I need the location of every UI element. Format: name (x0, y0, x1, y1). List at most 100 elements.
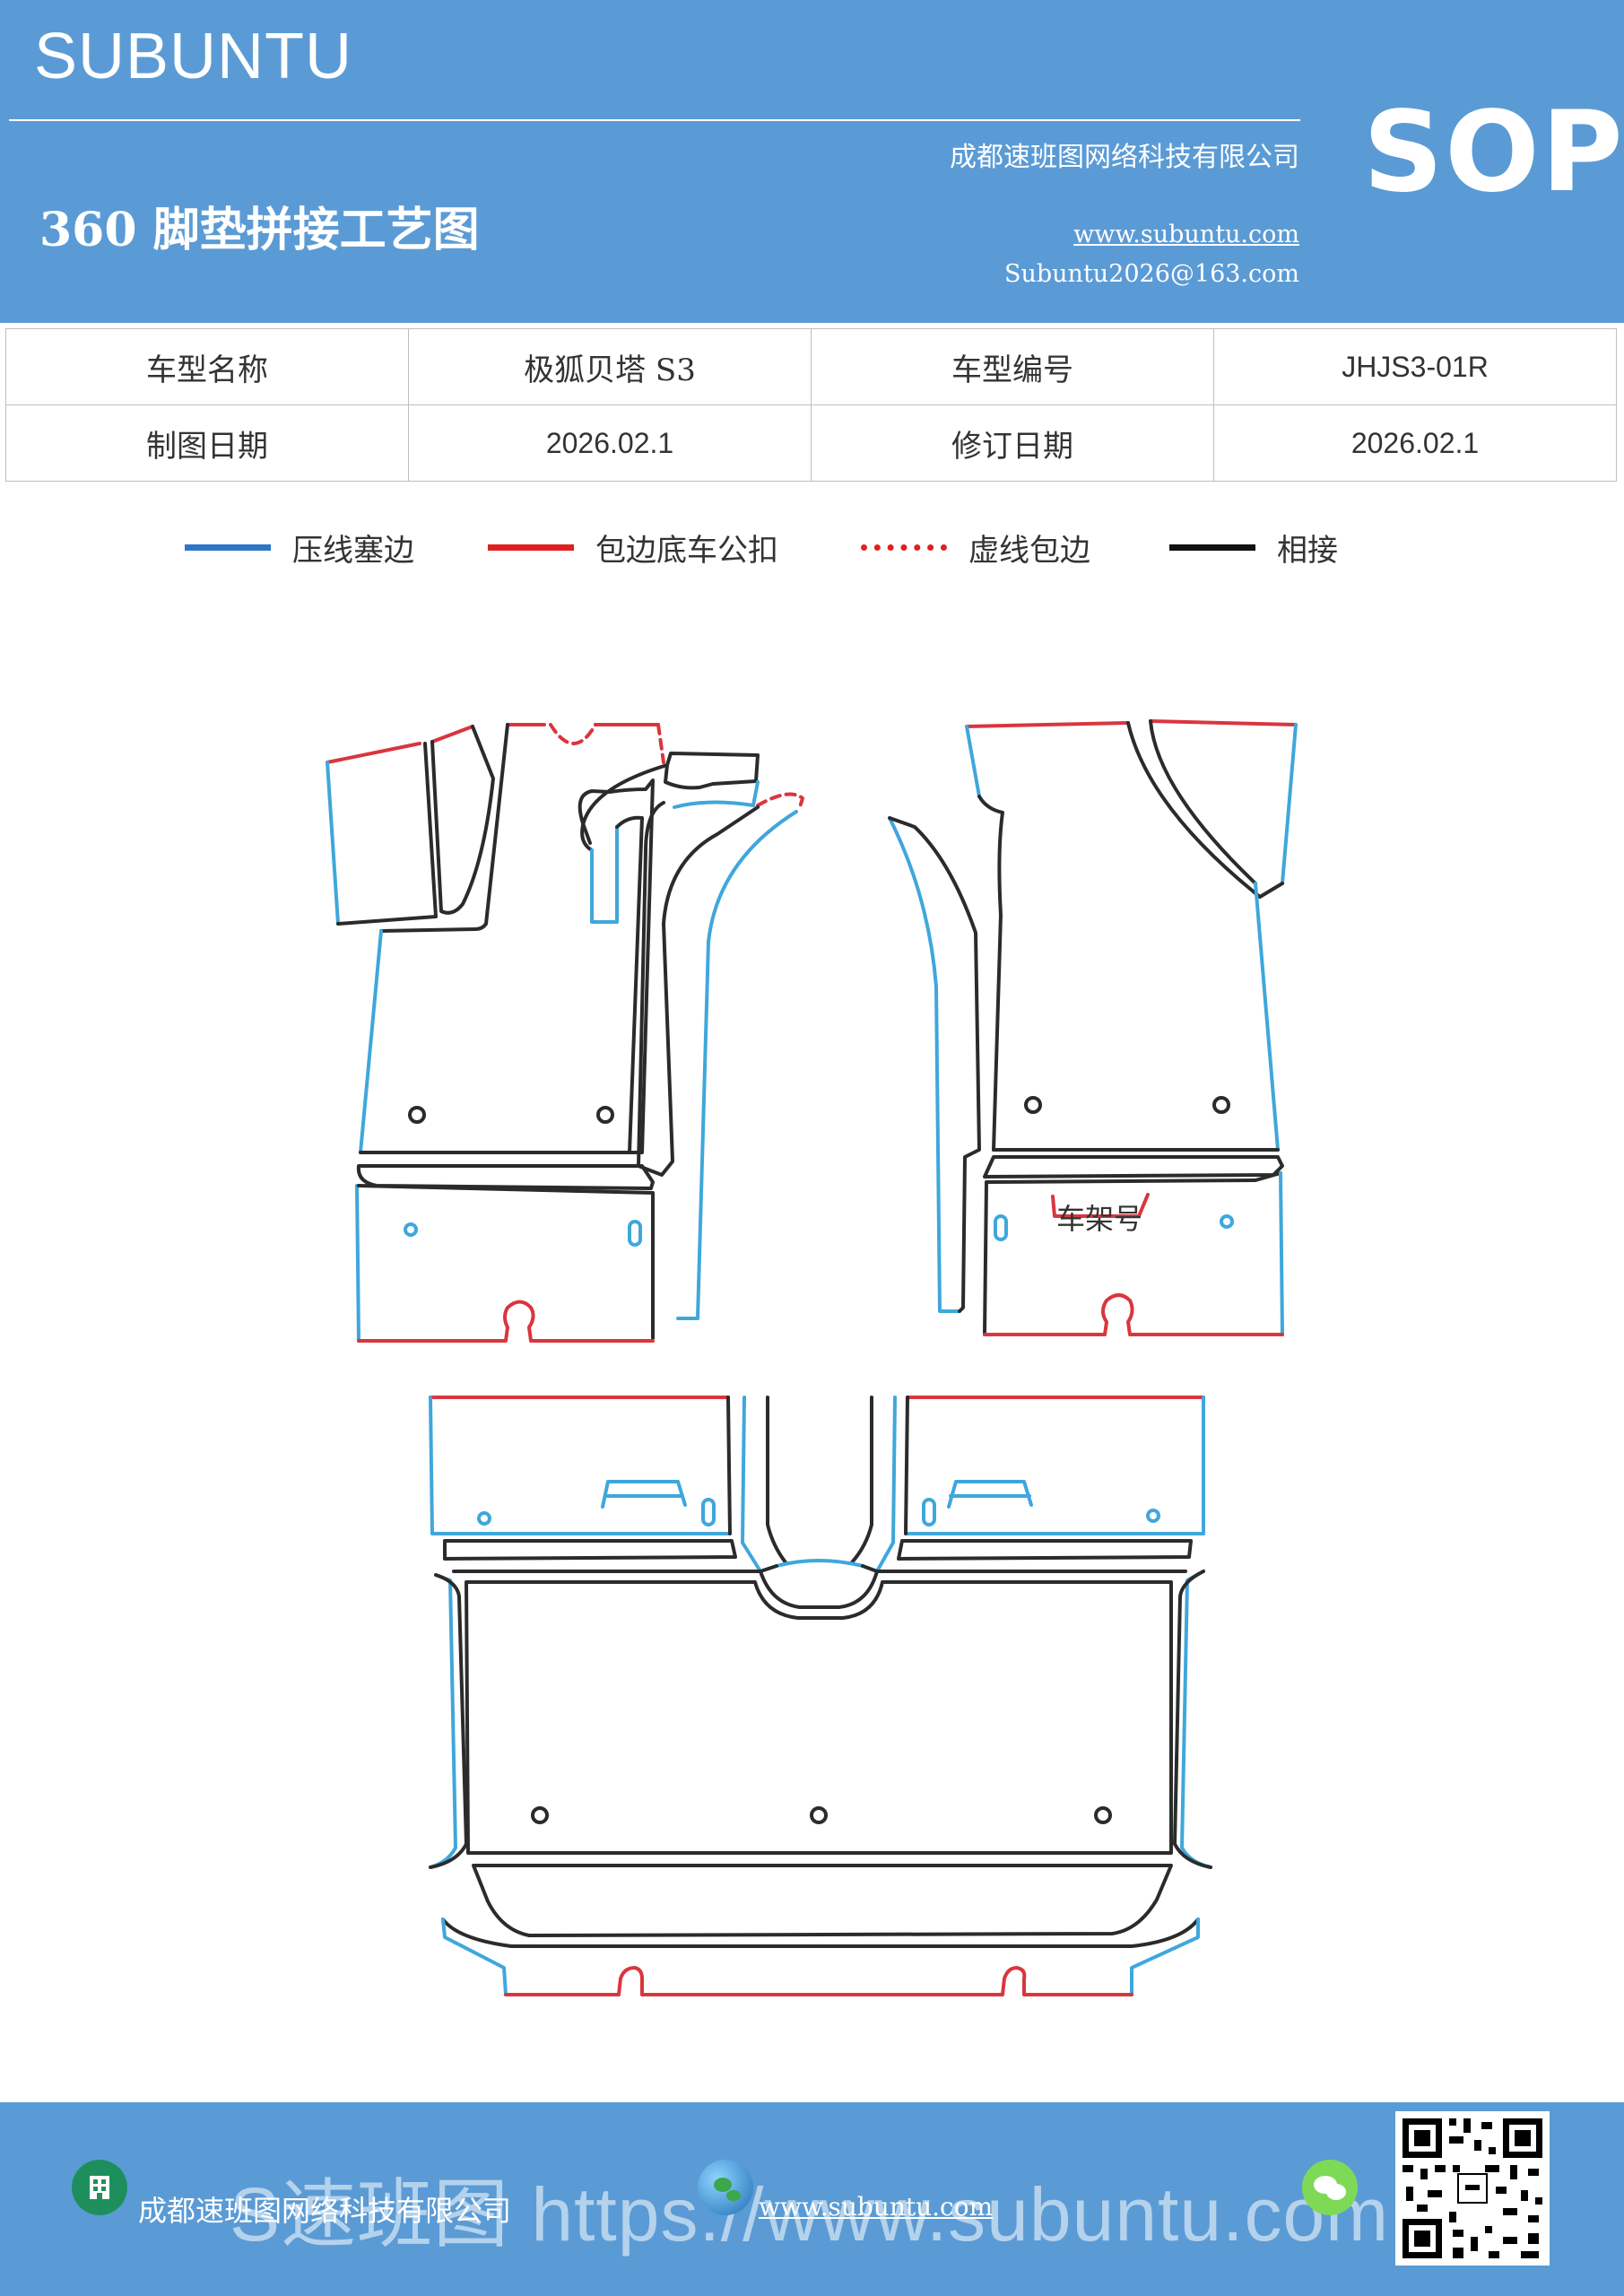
table-cell: 极狐贝塔 S3 (408, 328, 812, 405)
mat-strip (356, 1164, 655, 1190)
table-cell: 2026.02.1 (1213, 404, 1617, 482)
contact-email: Subuntu2026@163.com (1004, 260, 1299, 288)
mounting-hole (408, 1106, 426, 1124)
seat-cutout (947, 1480, 1033, 1509)
mat-edge-red (549, 723, 597, 745)
clip-hole (404, 1222, 418, 1237)
company-name: 成都速班图网络科技有限公司 (950, 142, 1299, 173)
header-divider (9, 119, 1300, 121)
mat-edge-black (1126, 719, 1262, 899)
mat-strip (472, 1864, 1173, 1937)
mat-edge-black (1173, 1570, 1212, 1869)
mat-edge-blue (1254, 882, 1280, 1152)
mat-edge-blue (1281, 723, 1298, 885)
table-cell: JHJS3-01R (1213, 328, 1617, 405)
clip-slot (701, 1498, 716, 1526)
mat-edge-blue (355, 1184, 360, 1343)
building-icon (72, 2160, 127, 2215)
clip-slot (628, 1220, 642, 1247)
mat-edge-black (452, 1570, 1187, 1609)
mat-edge-black (726, 1396, 732, 1535)
vehicle-info-table: 车型名称 极狐贝塔 S3 车型编号 JHJS3-01R 制图日期 2026.02… (5, 328, 1617, 482)
mat-edge-black (379, 723, 509, 933)
legend-swatch (1169, 544, 1255, 551)
mat-edge-black (1258, 882, 1284, 899)
clip-slot (922, 1498, 936, 1526)
mat-edge-blue (429, 1573, 457, 1869)
header-banner: SUBUNTU 成都速班图网络科技有限公司 360 脚垫拼接工艺图 www.su… (0, 0, 1624, 323)
mat-strip (983, 1155, 1284, 1178)
mat-edge-black (441, 1918, 1200, 1948)
mat-edge-black (465, 1580, 1173, 1855)
table-cell: 修订日期 (811, 404, 1214, 482)
mat-edge-red (430, 725, 474, 744)
legend-item: 虚线包边 (861, 520, 1090, 574)
mat-edge-blue (359, 929, 383, 1154)
mat-edge-red (656, 723, 665, 764)
mat-edge-red (357, 1300, 655, 1343)
mat-strip (897, 1539, 1193, 1561)
mat-edge-red (1149, 719, 1298, 726)
footer-company: 成都速班图网络科技有限公司 (138, 2194, 512, 2228)
mat-edge-black (336, 742, 438, 926)
mat-edge-red (983, 1293, 1284, 1336)
mat-edge-black (357, 1184, 655, 1340)
mat-strip (443, 1539, 737, 1561)
sop-badge: SOP (1363, 88, 1624, 217)
mat-edge-black (359, 778, 655, 1154)
mat-edge-black (977, 795, 1004, 1152)
mat-edge-black (615, 815, 644, 1154)
footer-watermark: S速班图 https://www.subuntu.com (230, 2172, 1390, 2257)
mat-edge-black (850, 1396, 873, 1564)
mat-edge-blue (965, 725, 981, 798)
line-legend: 压线塞边 包边底车公扣 虚线包边 相接 (0, 520, 1624, 574)
mat-edge-blue (1180, 1570, 1212, 1869)
table-cell: 车型名称 (5, 328, 409, 405)
mat-edge-blue (441, 1918, 508, 1996)
front-right-mat (888, 719, 1298, 1336)
mat-edge-black (904, 1396, 909, 1535)
mat-edge-black (664, 752, 760, 790)
rear-mat (429, 1396, 1212, 1996)
brand-name: SUBUNTU (34, 21, 353, 92)
mat-edge-blue (906, 1396, 1205, 1535)
mounting-hole (531, 1806, 549, 1824)
legend-label: 包边底车公扣 (595, 532, 778, 569)
clip-hole (477, 1511, 491, 1526)
mat-edge-black (983, 1171, 1282, 1336)
clip-hole (1220, 1214, 1234, 1229)
table-row: 车型名称 极狐贝塔 S3 车型编号 JHJS3-01R (5, 328, 1617, 405)
mounting-hole (1212, 1096, 1230, 1114)
footer-banner: S速班图 https://www.subuntu.com 成都速班图网络科技有限… (0, 2102, 1624, 2296)
legend-label: 相接 (1277, 532, 1338, 569)
legend-label: 虚线包边 (968, 532, 1090, 569)
mat-edge-black (580, 763, 669, 852)
table-cell: 2026.02.1 (408, 404, 812, 482)
mat-edge-black (766, 1396, 787, 1564)
legend-swatch (861, 544, 947, 551)
mat-edge-black (429, 1573, 468, 1869)
legend-swatch (488, 544, 574, 551)
mat-edge-blue (590, 825, 619, 924)
clip-hole (1146, 1509, 1160, 1523)
mat-edge-black (637, 801, 760, 1177)
frame-number-label: 车架号 (1056, 1202, 1142, 1236)
mat-edge-black (430, 725, 495, 915)
legend-item: 压线塞边 (185, 520, 414, 574)
mat-edge-black (888, 816, 981, 1313)
mat-edge-blue (429, 1396, 730, 1535)
table-row: 制图日期 2026.02.1 修订日期 2026.02.1 (5, 404, 1617, 482)
website-link[interactable]: www.subuntu.com (1073, 221, 1299, 248)
document-title: 360 脚垫拼接工艺图 (39, 203, 480, 257)
mounting-hole (1094, 1806, 1112, 1824)
wechat-icon (1302, 2160, 1358, 2215)
mounting-hole (596, 1106, 614, 1124)
mounting-hole (810, 1806, 828, 1824)
mat-edge-blue (741, 1396, 762, 1573)
legend-swatch (185, 544, 271, 551)
mat-edge-blue (775, 1559, 864, 1568)
footer-website-link[interactable]: www.subuntu.com (759, 2192, 994, 2222)
globe-icon (698, 2160, 753, 2215)
mounting-hole (1024, 1096, 1042, 1114)
